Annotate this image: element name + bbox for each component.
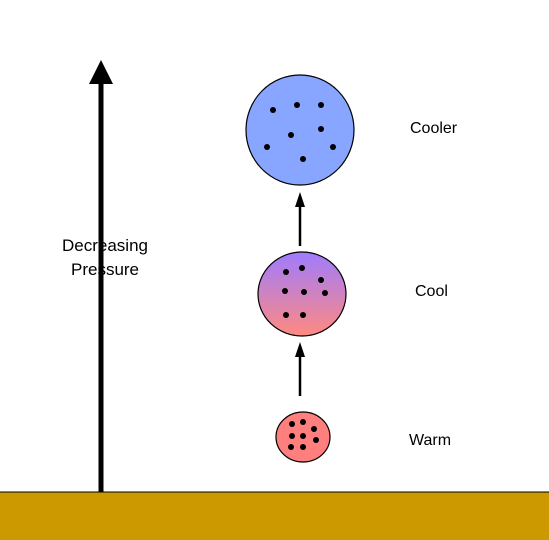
warm-molecule [289, 433, 295, 439]
warm-molecule [289, 421, 295, 427]
cooler-parcel [245, 74, 355, 186]
warm-molecule [300, 419, 306, 425]
ground [0, 492, 549, 540]
pressure-arrow [89, 60, 113, 492]
rise-arrow-lower-head [295, 342, 305, 357]
cool-molecule [283, 312, 289, 318]
cool-molecule [301, 289, 307, 295]
cooler-label: Cooler [410, 120, 458, 137]
cooler-molecule [270, 107, 276, 113]
cooler-molecule [300, 156, 306, 162]
cool-parcel [257, 251, 347, 337]
cooler-molecule [288, 132, 294, 138]
pressure-arrow-head [89, 60, 113, 84]
rise-arrow-upper-head [295, 192, 305, 207]
cooler-molecules [264, 102, 336, 162]
cool-molecules [282, 265, 328, 318]
cooler-parcel-body [245, 74, 355, 186]
cooler-molecule [264, 144, 270, 150]
warm-parcel [275, 411, 331, 463]
warm-label: Warm [409, 432, 452, 449]
warm-molecule [300, 444, 306, 450]
pressure-label-line1: Decreasing [62, 236, 148, 255]
cooler-molecule [294, 102, 300, 108]
warm-molecule [313, 437, 319, 443]
warm-molecule [288, 444, 294, 450]
cooler-molecule [330, 144, 336, 150]
cool-molecule [300, 312, 306, 318]
cool-molecule [282, 288, 288, 294]
rise-arrow-upper [295, 192, 305, 246]
warm-molecule [300, 433, 306, 439]
cooler-molecule [318, 126, 324, 132]
cool-molecule [318, 277, 324, 283]
cool-molecule [322, 290, 328, 296]
cool-molecule [299, 265, 305, 271]
pressure-label-line2: Pressure [70, 260, 140, 279]
cooler-molecule [318, 102, 324, 108]
cool-molecule [283, 269, 289, 275]
cool-label: Cool [415, 283, 448, 300]
pressure-label: Decreasing Pressure [40, 234, 170, 282]
warm-molecules [288, 419, 319, 450]
warm-molecule [311, 426, 317, 432]
rise-arrow-lower [295, 342, 305, 396]
